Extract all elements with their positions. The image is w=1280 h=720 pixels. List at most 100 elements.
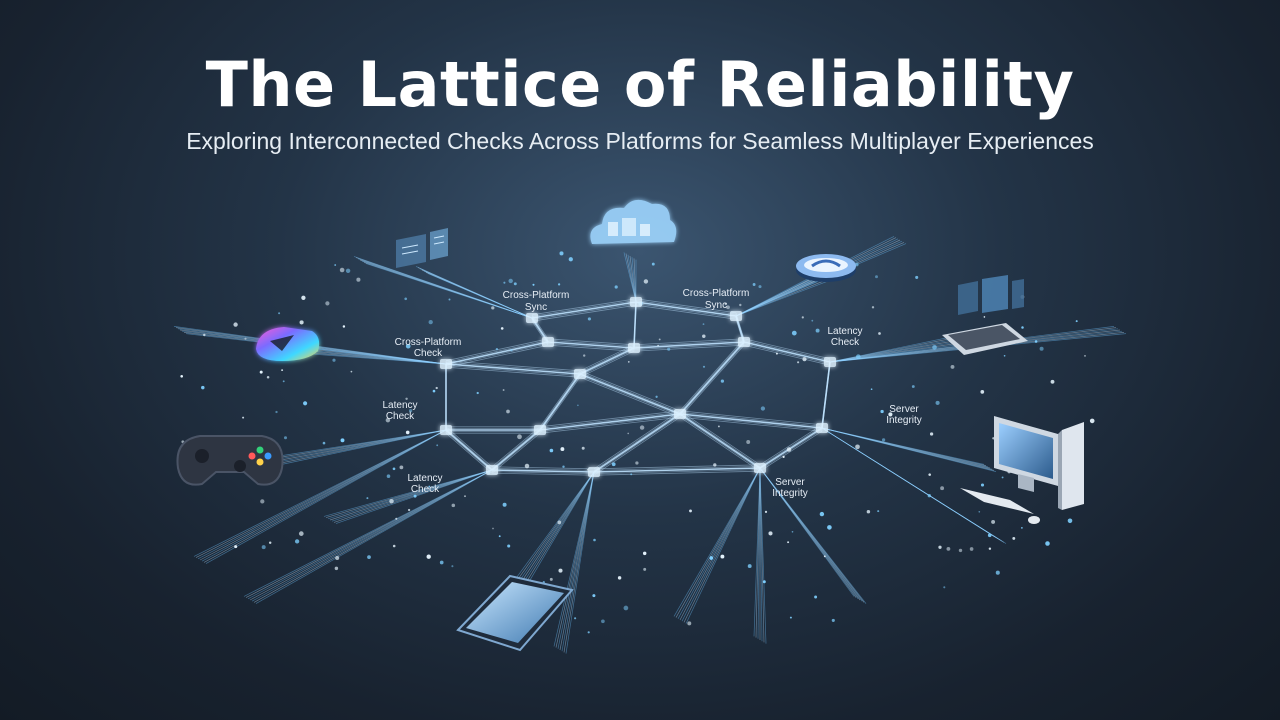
particle-dot xyxy=(875,275,878,279)
particle-dot xyxy=(1045,541,1050,546)
particle-dot xyxy=(739,303,742,307)
lattice-mesh xyxy=(445,298,831,476)
label-cross-platform-check: Cross-Platform Check xyxy=(395,337,462,359)
particle-dot xyxy=(278,312,281,315)
connection-spoke xyxy=(323,469,493,517)
particle-dot xyxy=(345,268,351,274)
particle-dot xyxy=(823,555,826,558)
lattice-edge xyxy=(491,429,541,471)
lattice-edge xyxy=(579,344,635,372)
particle-dot xyxy=(392,544,396,548)
lattice-edge xyxy=(445,365,581,376)
particle-dot xyxy=(935,400,940,405)
junction-node xyxy=(816,423,828,433)
label-latency-check-1: Latency Check xyxy=(827,326,862,348)
lattice-edge xyxy=(679,344,745,418)
connection-spoke xyxy=(271,429,447,464)
connection-spoke xyxy=(353,256,533,319)
particle-dot xyxy=(720,379,725,383)
connection-spoke xyxy=(633,258,637,303)
lattice-edge xyxy=(547,340,635,347)
lattice-edge xyxy=(593,467,761,473)
particle-dot xyxy=(203,333,206,337)
particle-dot xyxy=(943,586,946,589)
particle-dot xyxy=(623,605,629,611)
particle-dot xyxy=(760,406,766,411)
particle-dot xyxy=(969,547,974,551)
connection-spoke xyxy=(521,471,595,594)
particle-dot xyxy=(888,412,893,417)
particle-dot xyxy=(880,409,884,414)
connection-spoke xyxy=(685,467,761,624)
connection-spoke xyxy=(627,254,637,303)
particle-dot xyxy=(436,444,439,447)
particle-dot xyxy=(689,509,692,513)
particle-dot xyxy=(464,495,466,498)
particle-dot xyxy=(389,498,394,504)
connection-spoke xyxy=(759,467,767,644)
lattice-edge xyxy=(531,301,637,319)
connection-spoke xyxy=(253,469,493,603)
particle-dot xyxy=(764,510,768,514)
particle-dot xyxy=(266,375,270,379)
particle-dot xyxy=(322,441,326,445)
lattice-edge xyxy=(679,410,823,426)
lattice-edge xyxy=(491,471,595,474)
connection-spoke xyxy=(679,467,761,621)
connection-spoke xyxy=(735,273,823,317)
connection-spoke xyxy=(735,278,831,317)
connection-spoke xyxy=(829,342,965,363)
particle-dot xyxy=(927,494,931,498)
lattice-edge xyxy=(743,340,831,361)
lattice-edge xyxy=(593,415,681,474)
lattice-edge xyxy=(491,428,541,469)
connection-spoke xyxy=(821,427,993,470)
connection-spoke xyxy=(519,471,595,593)
particle-dot xyxy=(782,455,785,458)
particle-dot xyxy=(508,278,513,284)
lattice-edge xyxy=(539,413,681,431)
particle-dot xyxy=(915,275,919,279)
particle-dot xyxy=(405,430,410,435)
junction-node xyxy=(628,343,640,353)
particle-dot xyxy=(559,251,564,256)
connection-spoke xyxy=(245,469,493,598)
particle-dot xyxy=(762,580,766,584)
particle-dot xyxy=(507,544,511,548)
particle-dot xyxy=(992,437,995,440)
particle-dot xyxy=(405,343,411,349)
connection-spoke xyxy=(333,469,493,523)
lattice-edge xyxy=(579,346,635,373)
connection-spoke xyxy=(301,350,447,365)
connection-spoke xyxy=(513,471,595,589)
particle-dot xyxy=(356,277,361,282)
particle-dot xyxy=(549,448,554,453)
particle-dot xyxy=(747,564,752,569)
connection-spoke xyxy=(555,471,595,648)
lattice-edge xyxy=(491,466,595,470)
connection-spoke xyxy=(515,471,595,591)
connection-spoke xyxy=(419,268,533,319)
particle-dot xyxy=(786,447,792,452)
connection-spoke xyxy=(203,429,447,563)
particle-dot xyxy=(366,497,369,500)
lattice-edge xyxy=(633,338,745,346)
connection-spoke xyxy=(821,427,1001,541)
lattice-edge xyxy=(759,426,823,467)
connection-spoke xyxy=(361,260,533,319)
particle-dot xyxy=(1012,536,1016,540)
particle-dot xyxy=(938,545,942,549)
lattice-edge xyxy=(445,341,549,365)
particle-dot xyxy=(791,530,794,533)
connection-spoke xyxy=(623,252,637,303)
particle-dot xyxy=(643,567,647,571)
lattice-edge xyxy=(531,298,637,316)
particle-dot xyxy=(506,409,510,414)
label-cross-platform-sync-2: Cross-Platform Sync xyxy=(683,288,750,311)
connection-spoke xyxy=(681,467,761,622)
lattice-edge xyxy=(593,469,761,474)
connection-spoke xyxy=(299,349,447,365)
particle-dot xyxy=(451,565,454,568)
lattice-edge xyxy=(531,304,637,322)
particle-dot xyxy=(635,461,639,465)
